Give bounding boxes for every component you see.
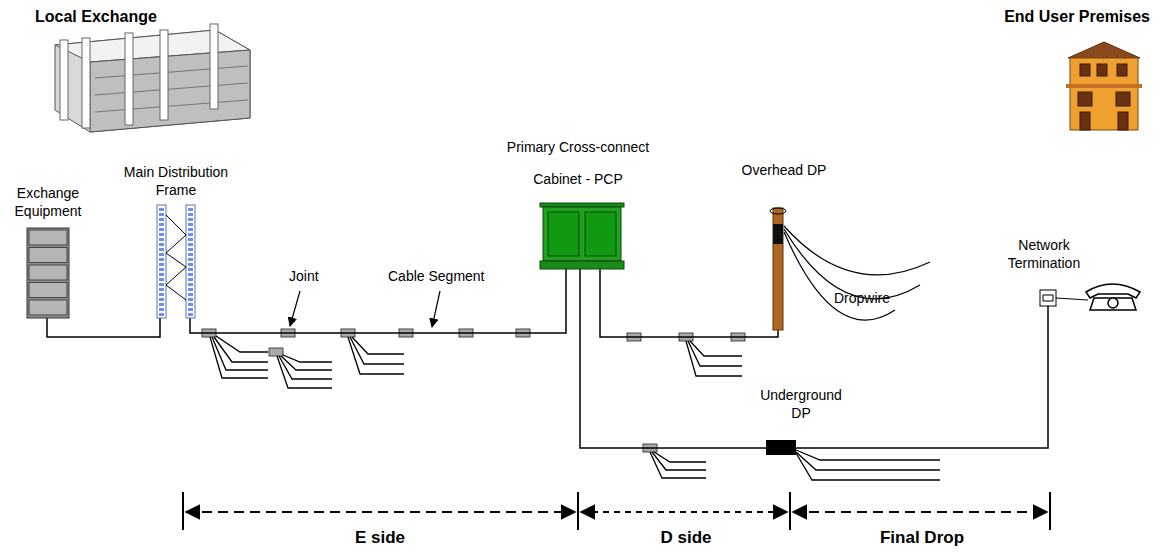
pole-symbol bbox=[771, 208, 785, 330]
site-title: End User Premises bbox=[1004, 8, 1150, 26]
telephone bbox=[1086, 284, 1140, 310]
span-label: Final Drop bbox=[880, 528, 964, 548]
node-label: Network Termination bbox=[999, 236, 1089, 272]
phone-cord bbox=[1056, 298, 1088, 300]
span-label: D side bbox=[660, 528, 711, 548]
node-label: Overhead DP bbox=[734, 154, 834, 186]
cable bbox=[600, 269, 778, 337]
underground-dp: Underground DP bbox=[766, 440, 796, 455]
network-termination: Network Termination bbox=[1040, 290, 1056, 306]
callout-label: Joint bbox=[289, 268, 319, 284]
exchange-building bbox=[55, 24, 250, 132]
cable bbox=[47, 318, 160, 337]
node-label: Exchange Equipment bbox=[6, 185, 90, 220]
span-label: E side bbox=[355, 528, 405, 548]
span-arrows bbox=[183, 492, 1050, 530]
mdf-symbol bbox=[157, 205, 195, 318]
rack-symbol bbox=[27, 228, 69, 318]
exchange-equipment: Exchange Equipment bbox=[27, 228, 69, 318]
node-label: Main Distribution Frame bbox=[106, 164, 246, 199]
distribution-frame: Main Distribution Frame bbox=[157, 205, 195, 318]
callout-label: Dropwire bbox=[834, 290, 890, 306]
cable bbox=[190, 269, 566, 333]
joint-leader bbox=[290, 291, 300, 326]
cable-branches bbox=[210, 336, 940, 480]
joints bbox=[202, 329, 745, 452]
segment-leader bbox=[432, 291, 440, 327]
cable bbox=[580, 269, 766, 448]
node-label: Primary Cross-connect Cabinet - PCP bbox=[493, 131, 663, 195]
overhead-dp: Overhead DP bbox=[771, 208, 785, 330]
cross-connect-cabinet: Primary Cross-connect Cabinet - PCP bbox=[540, 203, 624, 269]
node-label: Underground DP bbox=[751, 386, 851, 422]
pcp-symbol bbox=[540, 203, 624, 269]
callout-label: Cable Segment bbox=[388, 268, 485, 284]
house bbox=[1066, 42, 1142, 130]
nt-symbol bbox=[1040, 290, 1056, 306]
dropwires bbox=[784, 226, 930, 320]
site-title: Local Exchange bbox=[35, 8, 157, 26]
ugdp-symbol bbox=[766, 440, 796, 455]
cable bbox=[796, 306, 1048, 448]
